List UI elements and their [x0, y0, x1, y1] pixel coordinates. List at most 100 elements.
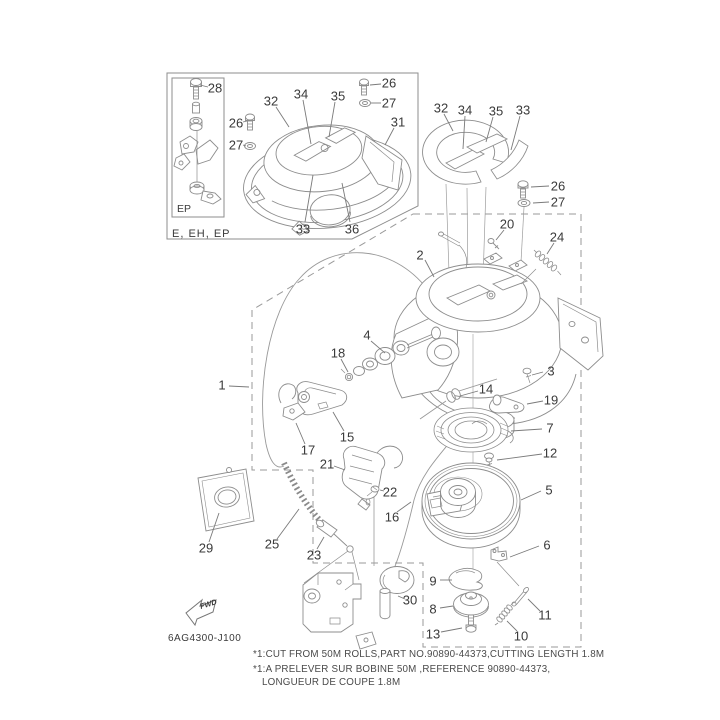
footnote-line-3: LONGUEUR DE COUPE 1.8M [262, 677, 400, 688]
leader-line-34 [462, 115, 466, 150]
leader-line-25 [276, 508, 300, 540]
part-link-11 [511, 587, 529, 607]
inset-caption: E, EH, EP [172, 228, 231, 240]
leader-line-19 [526, 400, 544, 405]
leader-line-32 [443, 113, 454, 132]
leader-line-27 [532, 201, 550, 204]
part-rope-grommet-14 [419, 378, 498, 420]
leader-line-29 [208, 512, 220, 543]
part-cable-run-25 [262, 252, 429, 468]
leader-line-33 [510, 115, 521, 151]
callout-2: 2 [416, 248, 423, 263]
leader-line-35 [485, 116, 494, 143]
leader-line-36 [341, 182, 351, 223]
callout-34: 34 [458, 103, 472, 118]
footnote-line-1: *1:CUT FROM 50M ROLLS,PART NO.90890-4437… [253, 649, 604, 660]
callout-8: 8 [429, 602, 436, 617]
callout-3: 3 [547, 364, 554, 379]
footnote-line-2: *1:A PRELEVER SUR BOBINE 50M ,REFERENCE … [253, 664, 550, 675]
leader-line-21 [333, 465, 346, 471]
part-washer-27-main [517, 199, 531, 263]
callout-1: 1 [218, 378, 225, 393]
inset-inner-label: EP [177, 203, 191, 215]
callout-14: 14 [479, 382, 493, 397]
leader-line-13 [440, 627, 463, 633]
leader-line-31 [384, 127, 395, 146]
callout-36: 36 [345, 222, 359, 237]
part-spring-10 [494, 601, 515, 626]
leader-line-22 [379, 489, 385, 492]
leader-line-14 [459, 390, 479, 397]
callout-35: 35 [489, 104, 503, 119]
part-lever-19 [489, 394, 525, 414]
part-plate-29 [197, 467, 255, 532]
callout-7: 7 [546, 421, 553, 436]
callout-29: 29 [199, 541, 213, 556]
callout-18: 18 [331, 346, 345, 361]
callout-34: 34 [294, 87, 308, 102]
callout-26: 26 [382, 76, 396, 91]
part-spring-24 [520, 249, 562, 285]
part-mount-bracket [302, 572, 377, 650]
leader-line-20 [495, 229, 505, 241]
leader-line-35 [328, 101, 336, 138]
callout-22: 22 [383, 485, 397, 500]
part-cable-end-23 [303, 519, 360, 584]
part-washer-27-inset-left [244, 142, 256, 150]
callout-6: 6 [543, 538, 550, 553]
leader-line-34 [302, 99, 312, 145]
leader-line-30 [397, 595, 406, 600]
callout-10: 10 [514, 629, 528, 644]
part-starter-handle-30 [379, 566, 415, 620]
part-screw-22 [366, 485, 380, 497]
part-drive-plate-8 [453, 591, 489, 618]
part-decal-strip-34 [445, 148, 485, 170]
leader-line-7 [510, 428, 543, 432]
callout-32: 32 [434, 101, 448, 116]
part-bolt-26-main [517, 180, 529, 199]
leader-line-15 [332, 411, 345, 432]
callout-9: 9 [429, 574, 436, 589]
callout-33: 33 [296, 222, 310, 237]
leader-line-28 [199, 84, 209, 88]
fwd-direction-arrow: FWD [185, 597, 218, 627]
leader-line-16 [396, 501, 412, 513]
part-cable-bracket-21 [341, 445, 404, 511]
callout-28: 28 [208, 81, 222, 96]
leader-line-6 [509, 545, 540, 558]
callout-13: 13 [426, 627, 440, 642]
callout-35: 35 [331, 89, 345, 104]
leader-line-11 [527, 598, 541, 612]
part-panel-31 [361, 135, 403, 191]
part-bolt-26-inset-right [359, 78, 369, 96]
leader-line-32 [275, 106, 290, 128]
leader-line-10 [506, 620, 518, 632]
part-sheave-drum-5 [421, 462, 521, 549]
callout-15: 15 [340, 430, 354, 445]
inset-variant-box [166, 72, 419, 240]
assembly-dashed-boundary [251, 213, 582, 648]
callout-11: 11 [538, 608, 552, 623]
callout-30: 30 [403, 593, 417, 608]
part-bolt-3 [522, 367, 532, 384]
leader-line-18 [340, 358, 349, 373]
callout-27: 27 [382, 96, 396, 111]
part-bolt-26-inset-left [245, 113, 255, 131]
leader-line-2 [424, 259, 435, 278]
callout-23: 23 [307, 548, 321, 563]
leader-line-4 [370, 340, 386, 354]
leader-line-26 [530, 185, 550, 188]
leader-line-26 [242, 120, 248, 123]
callout-31: 31 [391, 115, 405, 130]
callout-27: 27 [229, 138, 243, 153]
callout-25: 25 [265, 537, 279, 552]
callout-17: 17 [301, 443, 315, 458]
leader-line-3 [531, 371, 544, 376]
part-bracket-15 [296, 381, 348, 416]
part-clamp-17 [278, 383, 306, 421]
part-decal-arc-33 [490, 139, 529, 180]
part-washer-27-inset-right [359, 99, 371, 107]
